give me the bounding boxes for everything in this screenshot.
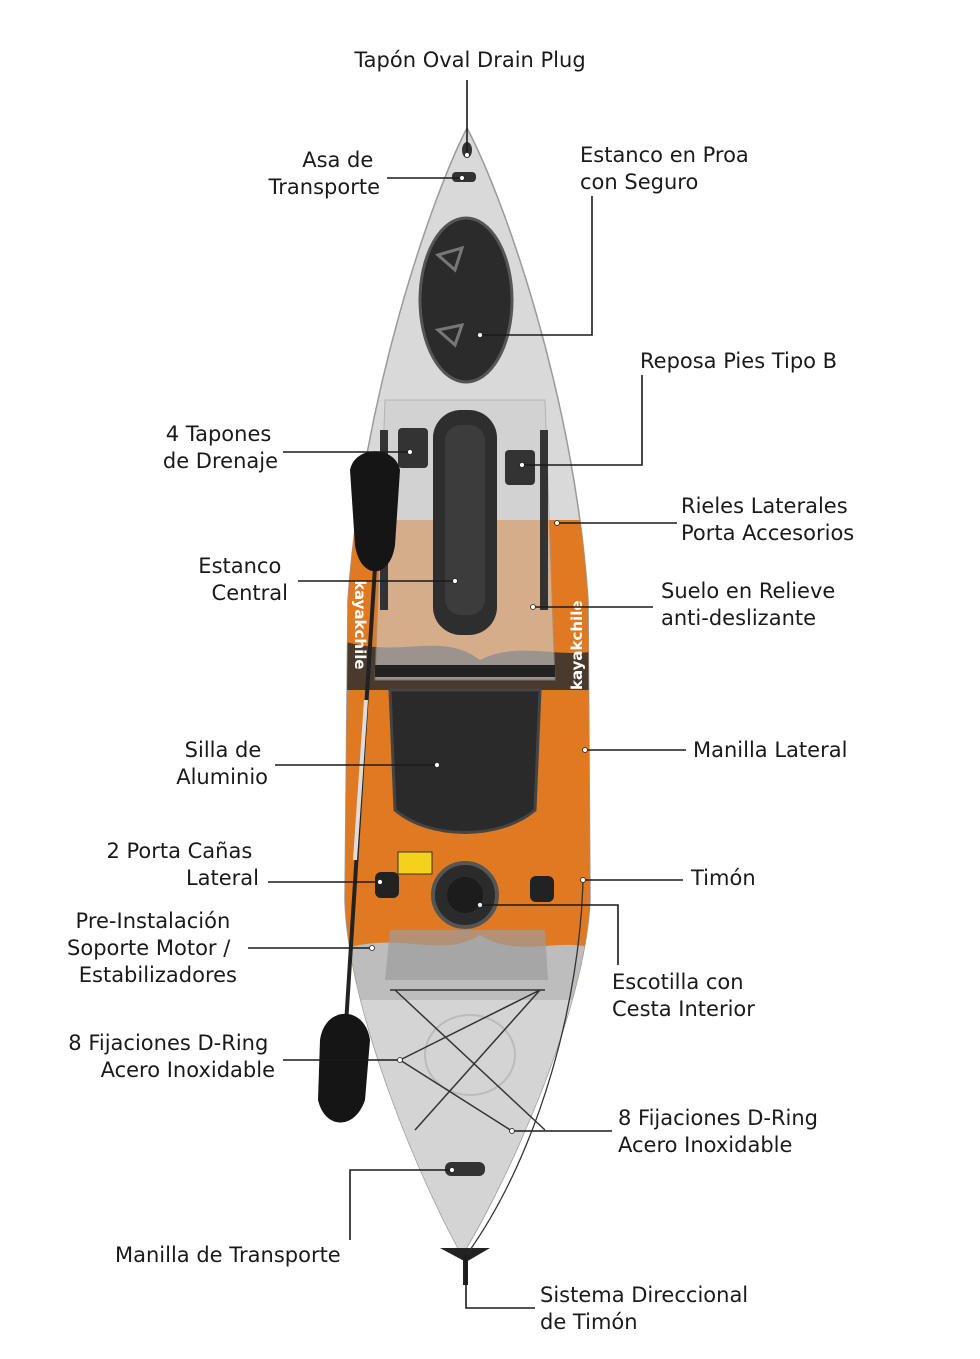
callout-lines bbox=[248, 80, 686, 1309]
label-drain-plug: Tapón Oval Drain Plug bbox=[353, 48, 585, 72]
seat-frame bbox=[375, 665, 555, 677]
label-footrest: Reposa Pies Tipo B bbox=[640, 349, 837, 373]
brand-text: kayakchile bbox=[351, 580, 369, 670]
aluminum-seat bbox=[388, 688, 542, 834]
label-center-hatch: Estanco Central bbox=[198, 554, 288, 605]
brand-text-right: kayakchile bbox=[568, 600, 586, 690]
label-steering-system: Sistema Direccional de Timón bbox=[540, 1283, 755, 1334]
stern-carry-handle bbox=[445, 1162, 485, 1176]
label-bow-carry-handle: Asa de Transporte bbox=[268, 148, 380, 199]
label-deck-floor: Suelo en Relieve anti-deslizante bbox=[661, 579, 842, 630]
bungee-cords bbox=[390, 989, 546, 1132]
label-rear-hatch: Escotilla con Cesta Interior bbox=[612, 970, 755, 1021]
kayak-illustration: kayakchile kayakchile bbox=[318, 126, 591, 1285]
label-scupper-plugs: 4 Tapones de Drenaje bbox=[163, 422, 278, 473]
label-side-rails: Rieles Laterales Porta Accesorios bbox=[681, 494, 854, 545]
label-d-rings-right: 8 Fijaciones D-Ring Acero Inoxidable bbox=[618, 1106, 825, 1157]
label-rod-holders: 2 Porta Cañas Lateral bbox=[106, 839, 259, 890]
label-stern-carry-handle: Manilla de Transporte bbox=[115, 1243, 341, 1267]
label-d-rings-left: 8 Fijaciones D-Ring Acero Inoxidable bbox=[68, 1031, 275, 1082]
label-bow-hatch: Estanco en Proa con Seguro bbox=[580, 143, 755, 194]
label-rudder: Timón bbox=[690, 866, 756, 890]
side-rail bbox=[540, 430, 548, 610]
label-side-handle: Manilla Lateral bbox=[693, 738, 847, 762]
feature-labels: Tapón Oval Drain Plug Asa de Transporte … bbox=[67, 48, 854, 1334]
label-seat: Silla de Aluminio bbox=[176, 738, 268, 789]
label-motor-mount: Pre-Instalación Soporte Motor / Estabili… bbox=[67, 909, 237, 987]
bow-hatch bbox=[418, 216, 514, 384]
paddle bbox=[318, 451, 400, 1123]
